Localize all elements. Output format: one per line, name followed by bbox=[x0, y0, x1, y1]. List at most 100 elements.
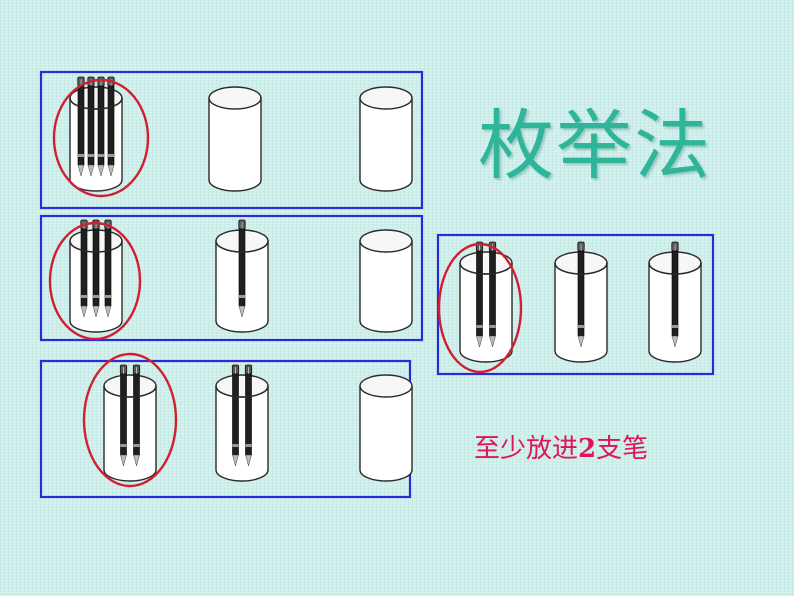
pen bbox=[577, 241, 585, 348]
cup-front-rim bbox=[554, 262, 608, 275]
pen-tip bbox=[92, 305, 100, 318]
pen-band bbox=[476, 325, 483, 328]
pen-band bbox=[93, 295, 99, 298]
title-text: 枚举法 bbox=[478, 101, 712, 190]
cup-rim bbox=[359, 374, 413, 398]
case-panel-2 bbox=[39, 214, 424, 342]
pen-body bbox=[232, 373, 239, 456]
cup-front-rim bbox=[69, 97, 123, 110]
case-frame bbox=[39, 70, 424, 210]
pen-band bbox=[489, 325, 496, 328]
cup-1 bbox=[459, 241, 513, 363]
cup-front-rim bbox=[69, 240, 123, 253]
highlight-ring bbox=[82, 352, 178, 488]
cup-front-rim bbox=[215, 385, 269, 398]
pen bbox=[97, 76, 105, 177]
case-panel-3 bbox=[39, 352, 413, 499]
pen-tip bbox=[87, 164, 95, 177]
pen bbox=[244, 364, 253, 467]
pen bbox=[475, 241, 484, 348]
pen-tip bbox=[133, 454, 140, 467]
pen-body bbox=[80, 228, 88, 307]
pen bbox=[231, 364, 240, 467]
highlight-ring bbox=[437, 242, 523, 374]
pen-band bbox=[120, 444, 127, 447]
cup-body bbox=[103, 386, 157, 482]
pen bbox=[92, 219, 100, 318]
pen-body bbox=[92, 228, 100, 307]
pen-tip bbox=[238, 305, 246, 318]
pen-tip bbox=[107, 164, 115, 177]
highlight-ring bbox=[48, 221, 142, 341]
pen-body bbox=[245, 373, 252, 456]
cup-1 bbox=[69, 76, 123, 192]
case-frame bbox=[39, 214, 424, 342]
pen-band bbox=[239, 295, 245, 298]
pen-band bbox=[78, 154, 84, 157]
case-panel-4 bbox=[436, 233, 715, 376]
cup-1 bbox=[103, 364, 157, 482]
pen-body bbox=[476, 250, 483, 337]
pen bbox=[238, 219, 246, 318]
cup-front-rim bbox=[103, 385, 157, 398]
pen bbox=[104, 219, 112, 318]
cup-body bbox=[359, 386, 413, 482]
caption-prefix: 至少放进 bbox=[474, 434, 579, 464]
pen-band bbox=[578, 325, 584, 328]
pen-tip bbox=[104, 305, 112, 318]
pen-tip bbox=[232, 454, 239, 467]
pen-tip bbox=[97, 164, 105, 177]
caption-text: 至少放进2支笔 bbox=[474, 436, 648, 462]
pen-band bbox=[81, 295, 87, 298]
cup-3 bbox=[359, 86, 413, 192]
pen bbox=[488, 241, 497, 348]
cup-2 bbox=[208, 86, 262, 192]
cup-rim bbox=[359, 229, 413, 253]
cup-2 bbox=[215, 219, 269, 333]
pen-body bbox=[97, 85, 105, 166]
pen bbox=[132, 364, 141, 467]
cup-3 bbox=[359, 374, 413, 482]
pen-body bbox=[107, 85, 115, 166]
pen-band bbox=[108, 154, 114, 157]
pen-tip bbox=[80, 305, 88, 318]
cup-body bbox=[359, 241, 413, 333]
case-panel-1 bbox=[39, 70, 424, 210]
pen-band bbox=[105, 295, 111, 298]
pen-body bbox=[77, 85, 85, 166]
cup-1 bbox=[69, 219, 123, 333]
pen-body bbox=[577, 250, 585, 337]
pen-tip bbox=[77, 164, 85, 177]
pen bbox=[77, 76, 85, 177]
cup-body bbox=[359, 98, 413, 192]
pen-tip bbox=[120, 454, 127, 467]
pen-band bbox=[232, 444, 239, 447]
pen-band bbox=[88, 154, 94, 157]
caption-suffix: 支笔 bbox=[596, 434, 649, 464]
pen-band bbox=[133, 444, 140, 447]
pen-band bbox=[98, 154, 104, 157]
pen-body bbox=[120, 373, 127, 456]
cup-rim bbox=[359, 86, 413, 110]
pen bbox=[671, 241, 679, 348]
cup-2 bbox=[554, 241, 608, 363]
cup-3 bbox=[359, 229, 413, 333]
pen-body bbox=[671, 250, 679, 337]
pen-body bbox=[133, 373, 140, 456]
pen bbox=[80, 219, 88, 318]
cup-rim bbox=[208, 86, 262, 110]
pen-tip bbox=[245, 454, 252, 467]
pen-band bbox=[672, 325, 678, 328]
pen bbox=[119, 364, 128, 467]
pen-body bbox=[104, 228, 112, 307]
cup-2 bbox=[215, 364, 269, 482]
cup-front-rim bbox=[215, 240, 269, 253]
cup-body bbox=[208, 98, 262, 192]
cup-body bbox=[459, 263, 513, 363]
pen-body bbox=[238, 228, 246, 307]
pen bbox=[87, 76, 95, 177]
pen-body bbox=[489, 250, 496, 337]
pen-body bbox=[87, 85, 95, 166]
highlight-ring bbox=[52, 78, 150, 198]
cup-front-rim bbox=[459, 262, 513, 275]
